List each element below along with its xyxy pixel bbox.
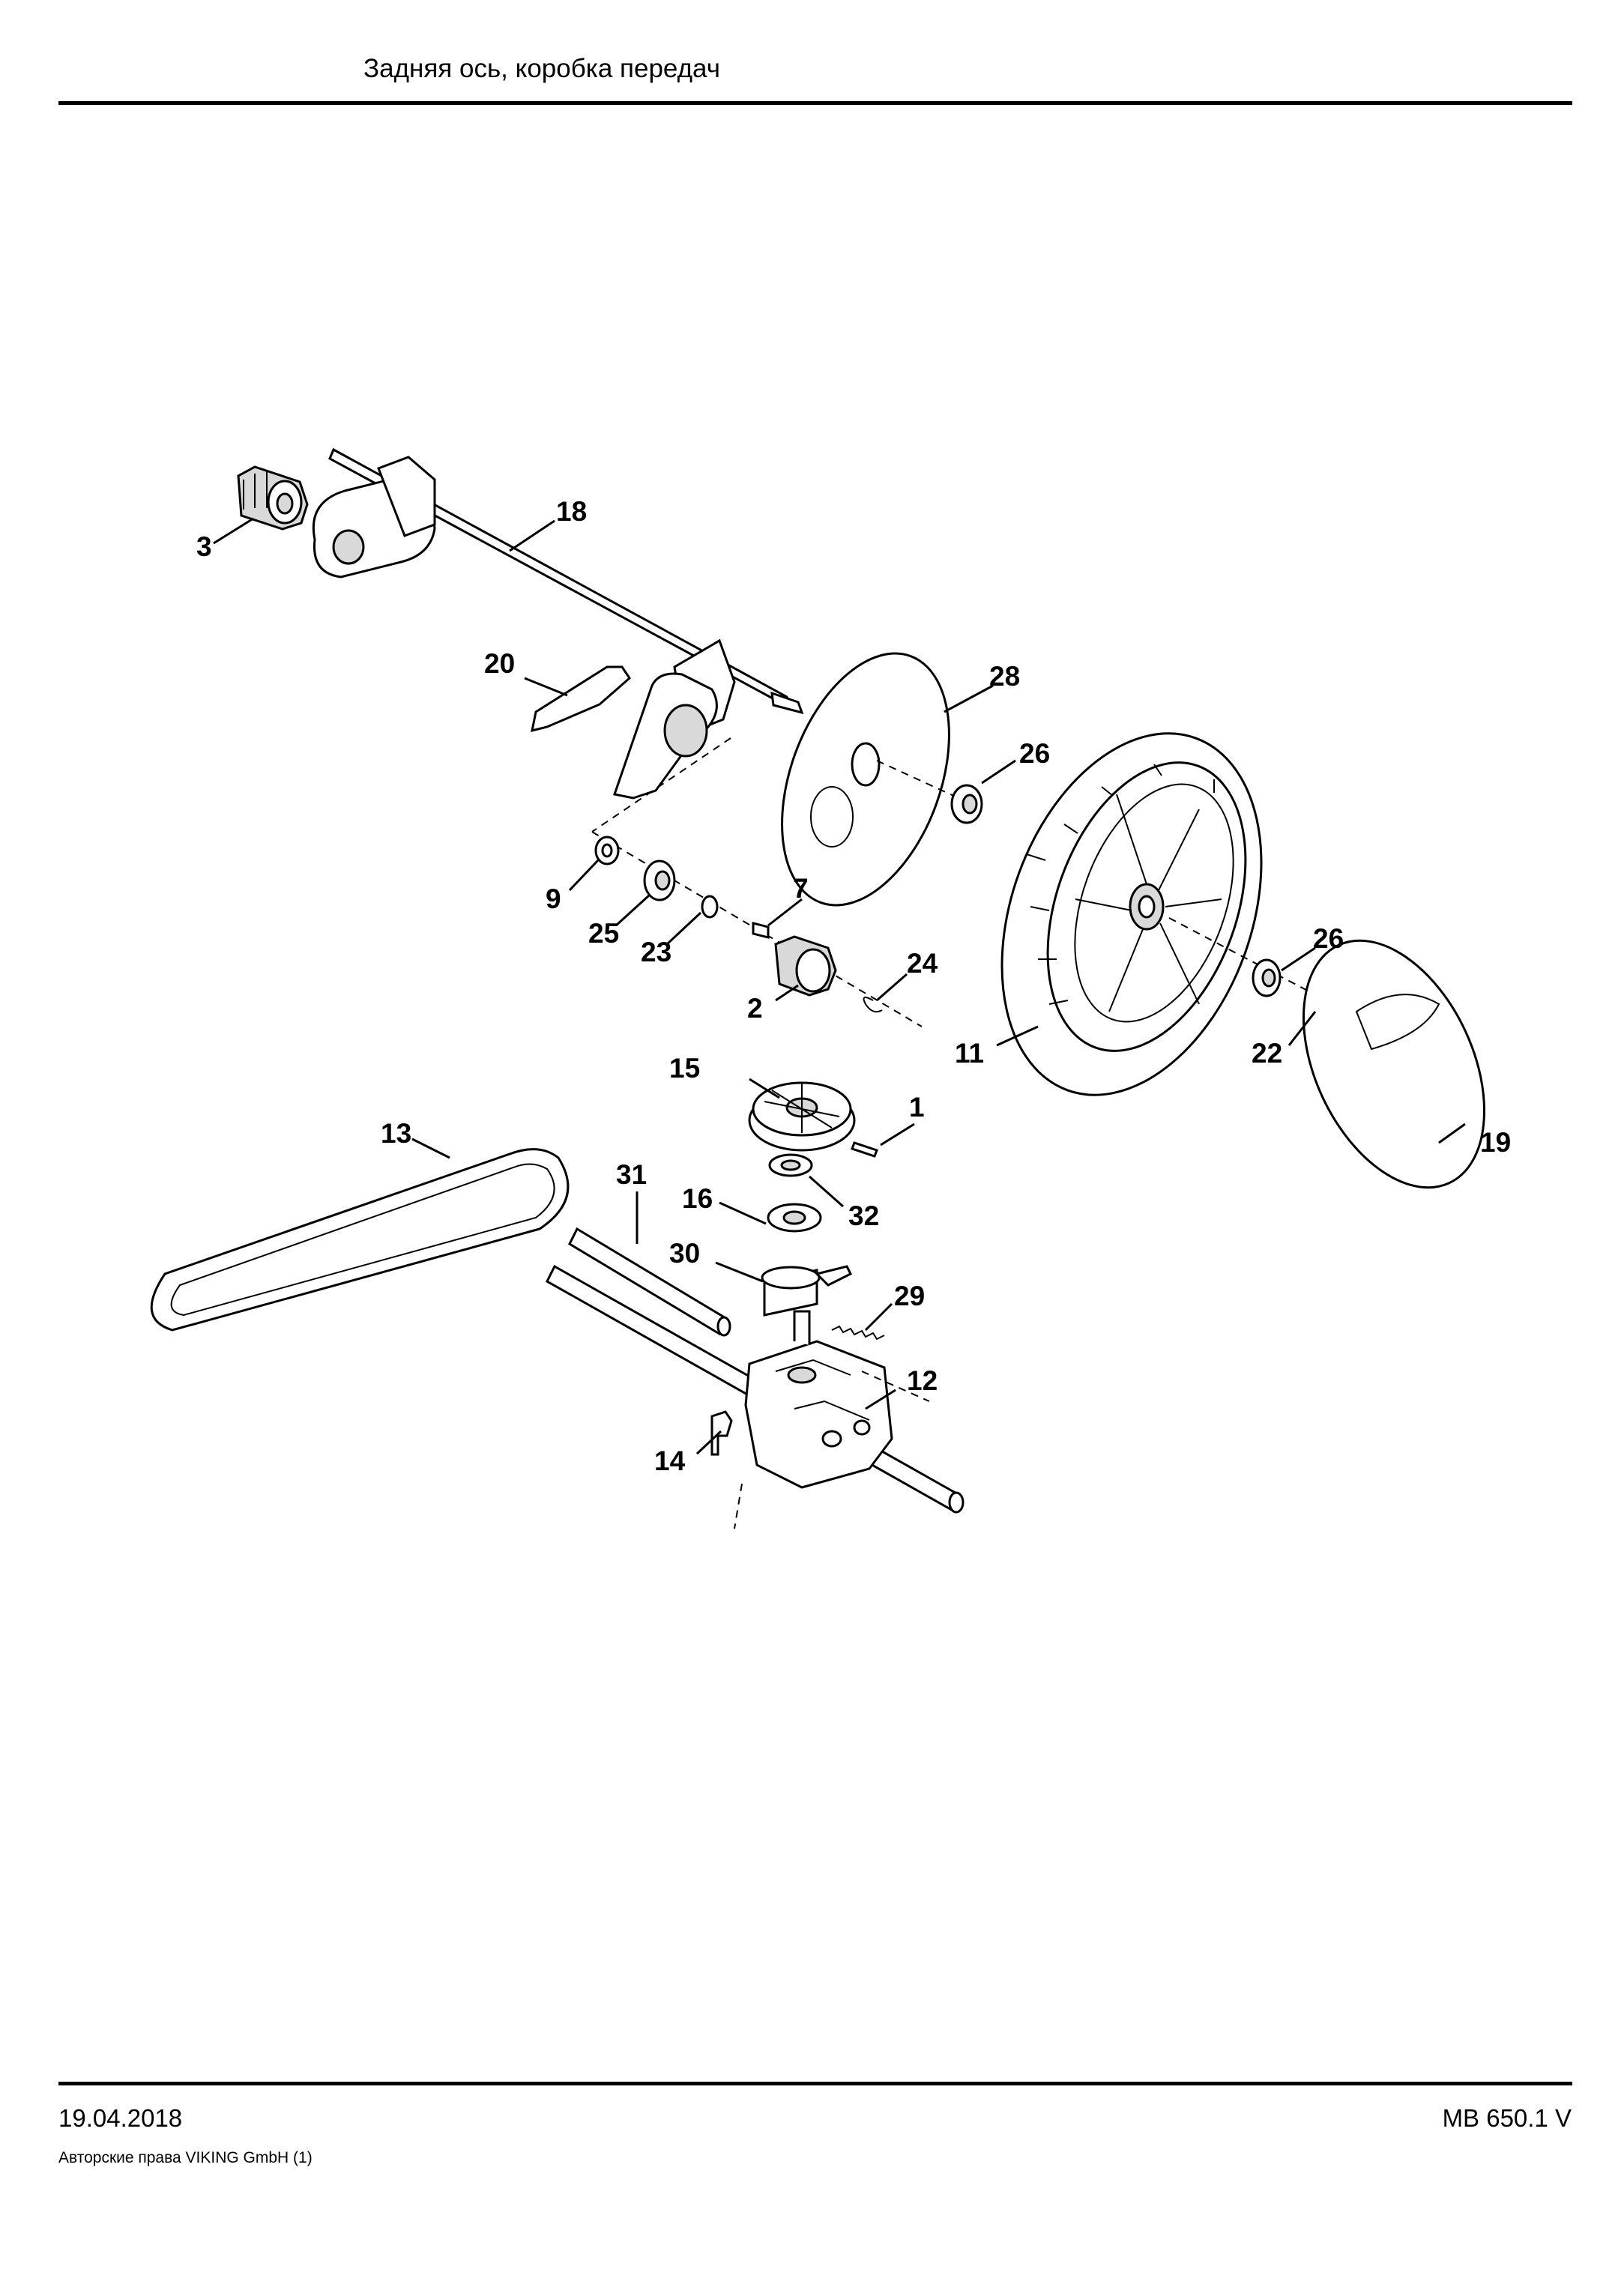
- callout-9: 9: [546, 883, 561, 914]
- part-spring-29: [831, 1325, 885, 1341]
- part-pulley-15: [748, 1081, 856, 1152]
- callout-18: 18: [556, 496, 587, 527]
- callout-25: 25: [588, 918, 619, 949]
- part-belt-13: [150, 1148, 570, 1332]
- callout-16: 16: [682, 1183, 713, 1214]
- part-wheel-11: [1000, 732, 1263, 1096]
- part-pinion-2: [774, 935, 837, 997]
- callout-7: 7: [793, 873, 809, 904]
- assembly-line: [1168, 917, 1320, 997]
- part-shaft-31: [568, 1227, 731, 1337]
- part-sleeve-30: [761, 1265, 853, 1317]
- callout-30: 30: [669, 1238, 700, 1269]
- callout-labels: 3 18 20 28 26 9 25 7 23 24 2 11 26 22 15…: [196, 496, 1511, 1476]
- callout-1: 1: [909, 1092, 925, 1123]
- part-lever-20: [531, 665, 718, 800]
- callout-31: 31: [616, 1159, 647, 1190]
- callout-11: 11: [955, 1038, 984, 1069]
- part-washer-9: [594, 836, 620, 865]
- part-axle-18: [312, 447, 804, 737]
- callout-22: 22: [1252, 1038, 1282, 1069]
- part-gear-3: [237, 465, 309, 531]
- callout-32: 32: [848, 1200, 879, 1231]
- footer-model: MB 650.1 V: [1442, 2104, 1572, 2132]
- page-title: Задняя ось, коробка передач: [363, 54, 720, 83]
- callout-20: 20: [484, 648, 515, 679]
- part-circlip-24: [863, 997, 883, 1013]
- footer-divider: [58, 2082, 1572, 2085]
- callout-2: 2: [747, 993, 763, 1024]
- callout-24: 24: [907, 948, 938, 979]
- callout-19: 19: [1480, 1127, 1511, 1158]
- callout-14: 14: [654, 1445, 686, 1476]
- assembly-line: [876, 760, 968, 803]
- part-hubcap-19: [1302, 939, 1486, 1189]
- callout-28: 28: [989, 661, 1020, 692]
- part-washer-32: [768, 1153, 813, 1177]
- part-fitting-14: [710, 1410, 733, 1456]
- callout-26b: 26: [1313, 923, 1344, 954]
- part-bushing-16: [767, 1203, 822, 1233]
- leader-lines: [213, 517, 1466, 1455]
- header-divider: [58, 101, 1572, 105]
- callout-29: 29: [894, 1281, 925, 1311]
- part-bearing-25: [643, 860, 676, 901]
- part-bearing-26a: [950, 784, 983, 824]
- callout-13: 13: [381, 1118, 411, 1149]
- callout-15: 15: [669, 1053, 700, 1084]
- callout-23: 23: [641, 937, 671, 967]
- footer-date: 19.04.2018: [58, 2104, 183, 2132]
- part-gearbox-12: [546, 1264, 965, 1514]
- part-bearing-26b: [1252, 958, 1282, 997]
- callout-12: 12: [907, 1365, 938, 1396]
- part-ring-23: [701, 895, 719, 919]
- part-pin-1: [851, 1141, 878, 1158]
- footer-copyright: Авторские права VIKING GmbH (1): [58, 2149, 313, 2166]
- part-disc-28: [781, 652, 950, 907]
- part-key-7: [752, 922, 770, 939]
- callout-3: 3: [196, 531, 212, 562]
- callout-26a: 26: [1019, 738, 1050, 769]
